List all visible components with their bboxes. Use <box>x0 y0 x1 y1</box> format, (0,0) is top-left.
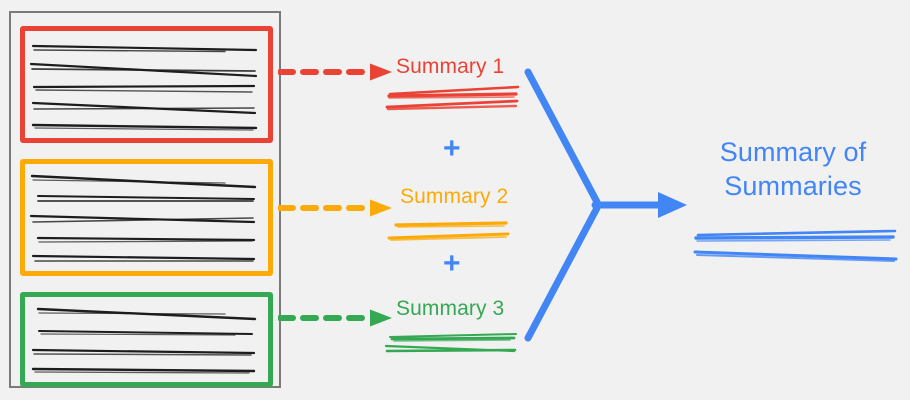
final-summary-underline <box>693 229 898 262</box>
final-summary-block: Summary of Summaries <box>688 136 898 262</box>
summary-1-underline <box>385 85 520 111</box>
documents-container <box>9 11 281 388</box>
plus-icon-2: + <box>443 247 461 280</box>
final-summary-title-line2: Summaries <box>724 170 862 201</box>
connector-arrow-green <box>277 306 396 335</box>
document-text-lines-red <box>29 44 258 131</box>
connector-arrow-orange <box>277 196 396 225</box>
summary-block-3: Summary 3 <box>384 297 517 353</box>
document-box-red[interactable] <box>20 26 273 143</box>
document-box-green[interactable] <box>20 292 273 387</box>
summary-2-label: Summary 2 <box>400 185 509 208</box>
summary-1-label: Summary 1 <box>396 55 505 78</box>
plus-icon-1: + <box>443 132 461 165</box>
document-box-orange[interactable] <box>20 159 273 276</box>
summary-block-2: Summary 2 <box>387 185 510 241</box>
connector-arrow-red <box>277 60 396 89</box>
document-text-lines-orange <box>29 174 257 262</box>
summary-3-label: Summary 3 <box>396 297 505 320</box>
final-summary-title-line1: Summary of <box>719 137 867 167</box>
summary-2-underline <box>387 221 510 241</box>
document-text-lines-green <box>31 307 257 374</box>
merge-arrow <box>515 60 695 355</box>
summary-3-underline <box>384 333 517 353</box>
summary-block-1: Summary 1 <box>385 55 520 111</box>
